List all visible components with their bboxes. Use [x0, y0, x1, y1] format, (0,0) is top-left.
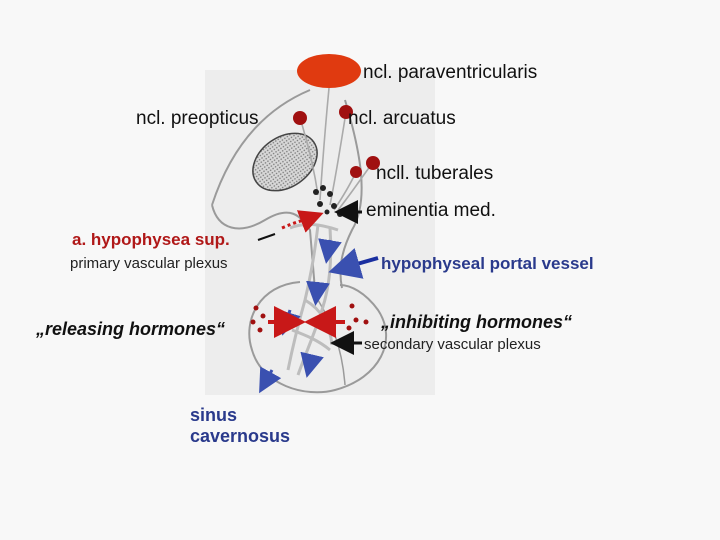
label-sinus-cavernosus: sinus cavernosus — [190, 405, 290, 446]
label-sinus-line1: sinus — [190, 405, 238, 425]
label-tuberales: ncll. tuberales — [376, 163, 494, 184]
tuberal-neuron-1 — [366, 156, 380, 170]
label-inhibiting-hormones: „inhibiting hormones“ — [381, 312, 572, 332]
artery-flow — [281, 210, 324, 233]
pituitary-outline — [248, 281, 388, 394]
tuberal-neuron-2 — [350, 166, 362, 178]
label-hypophysea: a. hypophysea sup. — [72, 230, 230, 249]
label-sinus-line2: cavernosus — [190, 425, 291, 446]
releasing-hormone-dots — [250, 305, 266, 333]
label-primary-plexus: primary vascular plexus — [70, 255, 228, 272]
label-arcuatus: ncl. arcuatus — [348, 108, 456, 129]
hypophysea-pointer — [257, 233, 276, 241]
arcuatus-neuron — [339, 105, 353, 119]
label-portal-vessel: hypophyseal portal vessel — [381, 254, 594, 273]
label-secondary-plexus: secondary vascular plexus — [364, 336, 541, 353]
label-preopticus: ncl. preopticus — [136, 108, 259, 129]
label-releasing-hormones: „releasing hormones“ — [36, 319, 226, 339]
preopticus-neuron — [293, 111, 307, 125]
label-eminentia: eminentia med. — [366, 200, 496, 221]
label-paraventricularis: ncl. paraventricularis — [363, 62, 538, 83]
inhibiting-hormone-dots — [346, 303, 369, 331]
portal-vessel-pointer — [328, 248, 379, 279]
paraventricular-nucleus — [297, 54, 361, 88]
optic-chiasm — [252, 132, 318, 192]
